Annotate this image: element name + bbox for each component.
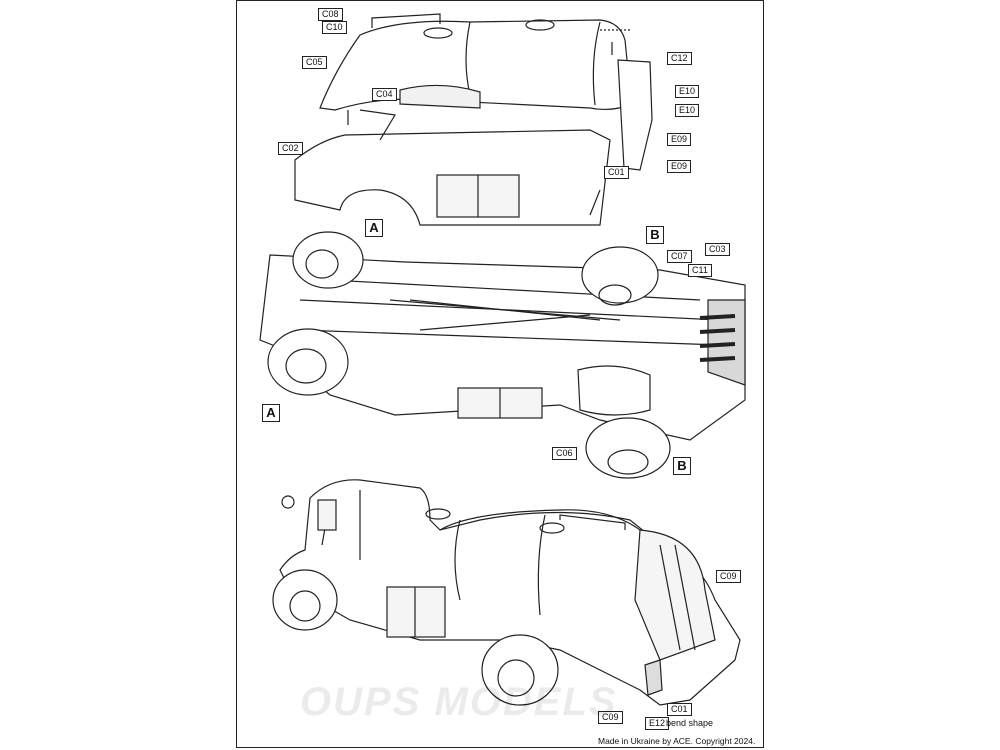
label-e10-top: E10 xyxy=(675,85,700,98)
wheel-a-lower xyxy=(267,328,349,396)
label-c11: C11 xyxy=(688,264,712,277)
marker-a-bottom: A xyxy=(262,404,280,422)
label-c01: C01 xyxy=(604,166,629,179)
tank-upper-part xyxy=(319,13,631,111)
tank-rear-panel xyxy=(617,59,653,171)
label-c07: C07 xyxy=(667,250,692,263)
wheel-b-upper xyxy=(581,246,659,306)
label-e12: E12 xyxy=(645,717,670,730)
label-c09-bottom: C09 xyxy=(598,711,623,724)
tank-lower-part xyxy=(294,109,611,226)
wheel-b-lower xyxy=(585,417,671,479)
wheel-a-upper xyxy=(292,231,364,289)
label-c05: C05 xyxy=(302,56,327,69)
bend-note: bend shape xyxy=(666,718,714,728)
label-c10: C10 xyxy=(322,21,347,34)
label-e10-bottom: E10 xyxy=(675,104,700,117)
marker-b-bottom: B xyxy=(673,457,691,475)
watermark-logo: OUPS MODELS xyxy=(300,680,618,724)
label-c04: C04 xyxy=(372,88,397,101)
label-c01-bottom: C01 xyxy=(667,703,692,716)
assembled-truck xyxy=(272,479,741,706)
label-c08: C08 xyxy=(318,8,343,21)
label-e09-bottom: E09 xyxy=(667,160,692,173)
label-e09-top: E09 xyxy=(667,133,692,146)
label-c09-right: C09 xyxy=(716,570,741,583)
marker-a-top: A xyxy=(365,219,383,237)
copyright-footer: Made in Ukraine by ACE. Copyright 2024. xyxy=(598,736,756,746)
label-c02: C02 xyxy=(278,142,303,155)
label-c06: C06 xyxy=(552,447,577,460)
label-c12: C12 xyxy=(667,52,692,65)
fender-c06 xyxy=(577,365,651,416)
marker-b-top: B xyxy=(646,226,664,244)
label-c03: C03 xyxy=(705,243,730,256)
